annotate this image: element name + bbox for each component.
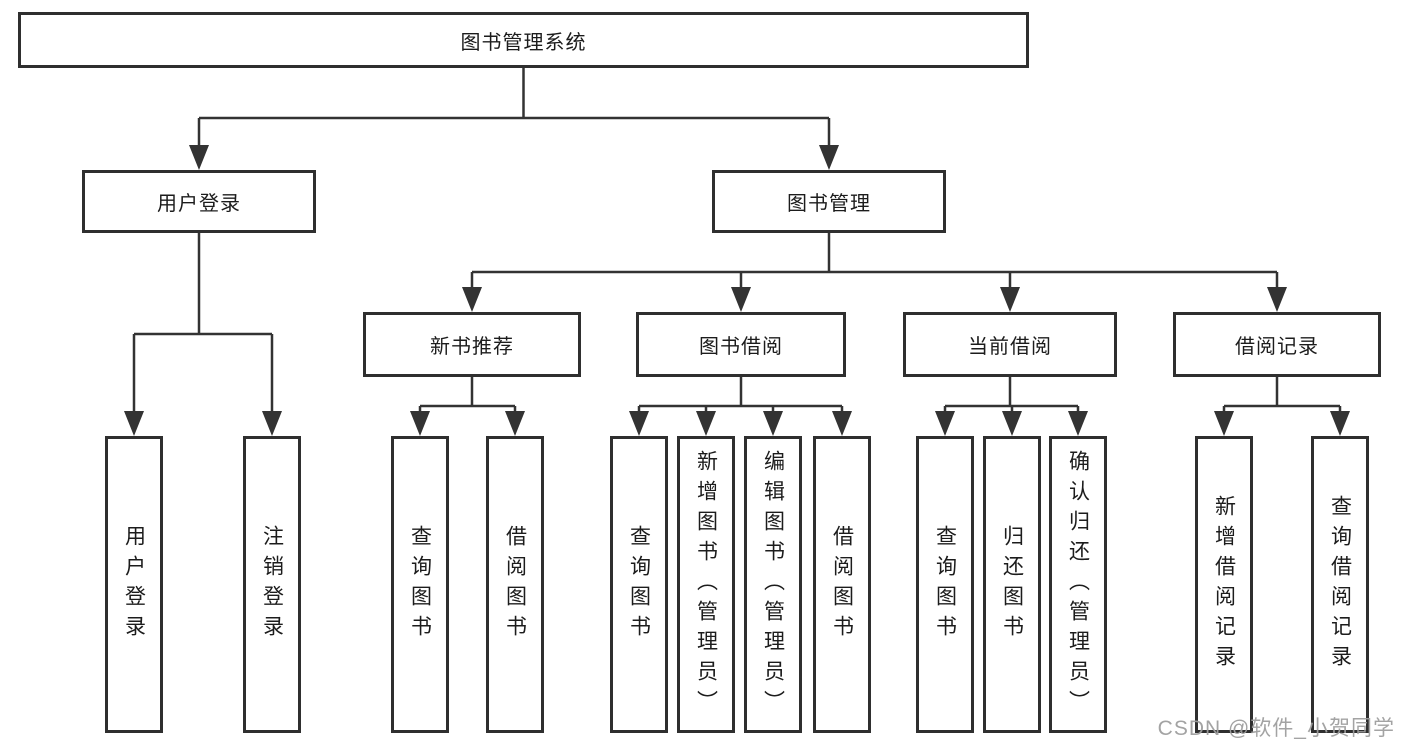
node-leaf-logout-label: 注销登录 — [260, 524, 284, 645]
node-book-management-label: 图书管理 — [787, 193, 871, 215]
node-user-login-label: 用户登录 — [157, 193, 241, 215]
node-leaf-edit-book-admin: 编辑图书（管理员） — [744, 436, 802, 733]
node-leaf-add-book-admin-label: 新增图书（管理员） — [694, 449, 718, 720]
node-leaf-logout: 注销登录 — [243, 436, 301, 733]
node-user-login: 用户登录 — [82, 170, 316, 233]
node-root-label: 图书管理系统 — [460, 31, 587, 54]
node-book-borrow-label: 图书借阅 — [699, 336, 783, 358]
node-new-book-recommend-label: 新书推荐 — [430, 336, 514, 358]
node-leaf-add-book-admin: 新增图书（管理员） — [677, 436, 735, 733]
node-leaf-return-book: 归还图书 — [983, 436, 1041, 733]
node-new-book-recommend: 新书推荐 — [363, 312, 581, 377]
node-leaf-query-book-recommend-label: 查询图书 — [408, 524, 432, 645]
node-leaf-return-book-label: 归还图书 — [1000, 524, 1024, 645]
arrowhead-icons — [124, 145, 1350, 436]
node-leaf-user-login: 用户登录 — [105, 436, 163, 733]
node-leaf-query-borrow-record: 查询借阅记录 — [1311, 436, 1369, 733]
node-current-borrow-label: 当前借阅 — [968, 336, 1052, 358]
node-leaf-add-borrow-record-label: 新增借阅记录 — [1212, 494, 1236, 675]
node-leaf-query-book-borrow-label: 查询图书 — [627, 524, 651, 645]
node-leaf-edit-book-admin-label: 编辑图书（管理员） — [761, 449, 785, 720]
node-leaf-add-borrow-record: 新增借阅记录 — [1195, 436, 1253, 733]
node-leaf-query-book-recommend: 查询图书 — [391, 436, 449, 733]
node-leaf-borrow-book: 借阅图书 — [813, 436, 871, 733]
node-leaf-query-borrow-record-label: 查询借阅记录 — [1328, 494, 1352, 675]
node-current-borrow: 当前借阅 — [903, 312, 1117, 377]
node-root: 图书管理系统 — [18, 12, 1029, 68]
node-borrow-record: 借阅记录 — [1173, 312, 1381, 377]
node-leaf-query-book-current-label: 查询图书 — [933, 524, 957, 645]
node-leaf-confirm-return-admin-label: 确认归还（管理员） — [1066, 449, 1090, 720]
node-leaf-borrow-book-recommend-label: 借阅图书 — [503, 524, 527, 645]
node-leaf-borrow-book-label: 借阅图书 — [830, 524, 854, 645]
node-leaf-borrow-book-recommend: 借阅图书 — [486, 436, 544, 733]
node-borrow-record-label: 借阅记录 — [1235, 336, 1319, 358]
csdn-watermark: CSDN @软件_小贺同学 — [1157, 717, 1395, 740]
node-leaf-user-login-label: 用户登录 — [122, 524, 146, 645]
node-leaf-confirm-return-admin: 确认归还（管理员） — [1049, 436, 1107, 733]
node-leaf-query-book-current: 查询图书 — [916, 436, 974, 733]
node-book-borrow: 图书借阅 — [636, 312, 846, 377]
node-leaf-query-book-borrow: 查询图书 — [610, 436, 668, 733]
node-book-management: 图书管理 — [712, 170, 946, 233]
